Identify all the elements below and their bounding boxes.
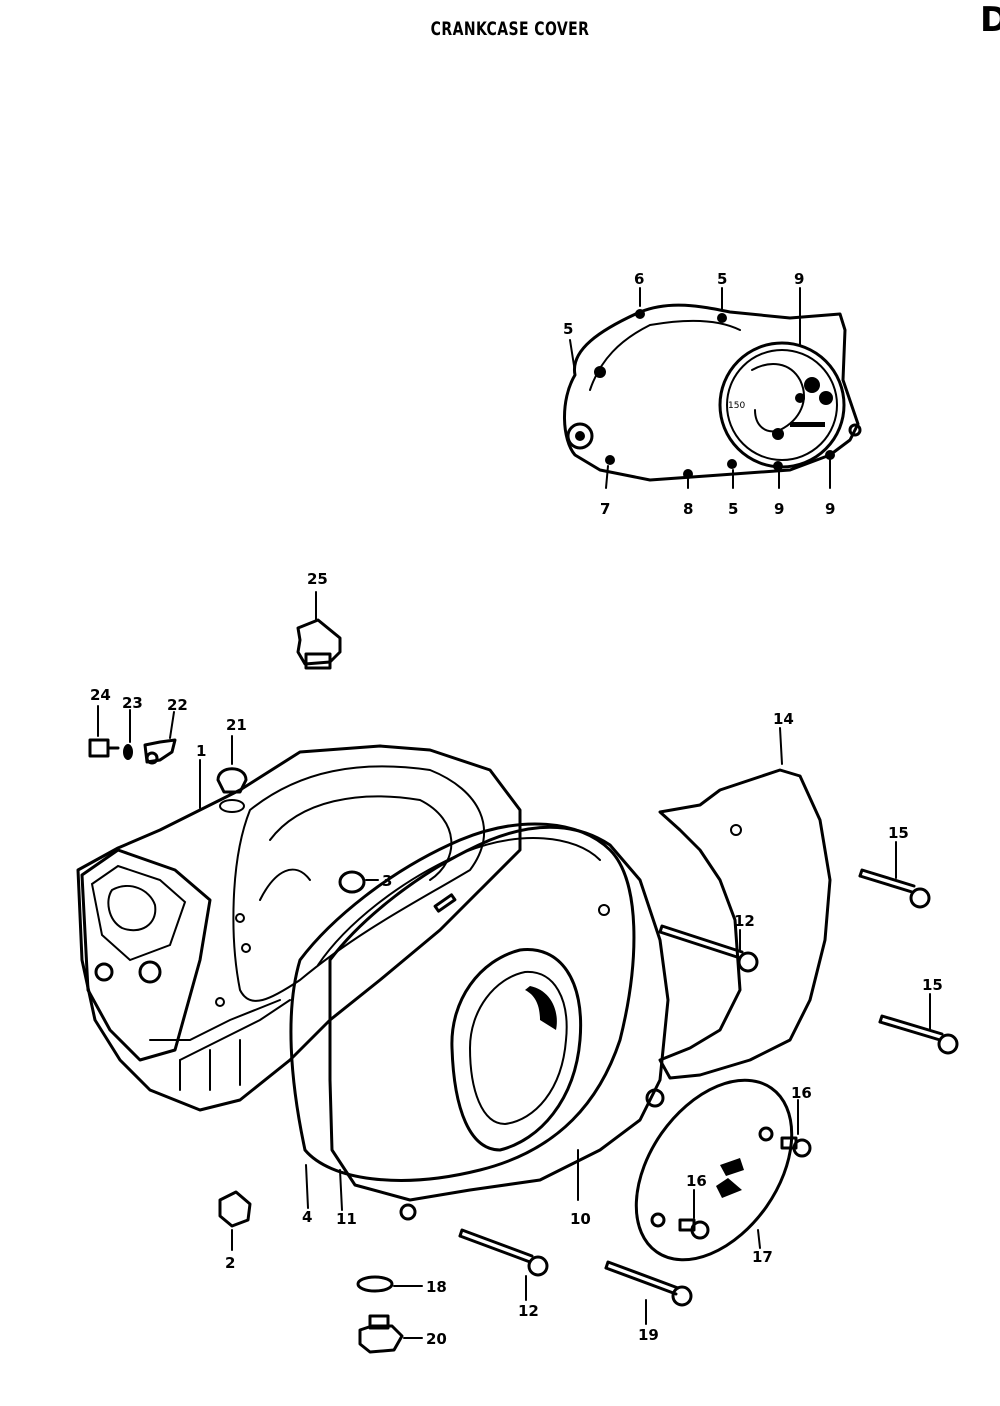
label-15-lower: 15 [922,976,943,994]
inset-label-6-top: 6 [634,270,644,288]
diagram-title: CRANKCASE COVER [430,18,590,40]
label-1: 1 [196,742,206,760]
inset-label-5-top: 5 [717,270,727,288]
label-12-lower: 12 [518,1302,539,1320]
part-1-crankcase: 1 [76,742,522,1112]
part-16-screw-lower: 16 [678,1172,710,1240]
label-18: 18 [426,1278,447,1296]
part-12-bolt-upper: 12 [658,912,759,973]
part-20-drain-plug: 20 [358,1314,447,1354]
label-23: 23 [122,694,143,712]
part-14-outer-cover: 14 [658,710,832,1080]
part-12-bolt-lower: 12 [458,1228,549,1320]
part-15-bolt-lower: 15 [878,976,959,1055]
label-24: 24 [90,686,111,704]
page-section-letter: D [980,0,1000,40]
part-2-bushing: 2 [218,1190,252,1272]
inset-label-9-top: 9 [794,270,804,288]
label-14: 14 [773,710,794,728]
inset-clutch-cover: 6 5 9 5 7 8 5 9 9 150 [563,270,862,518]
part-19-bolt: 19 [604,1260,693,1344]
inset-label-5-left: 5 [563,320,573,338]
label-19: 19 [638,1326,659,1344]
part-15-bolt-upper: 15 [858,824,931,909]
label-25: 25 [307,570,328,588]
label-16-upper: 16 [791,1084,812,1102]
part-18-washer: 18 [356,1275,447,1296]
parts-22-24-clamp-set: 24 23 22 [88,686,188,765]
part-25-filler-cap: 25 [296,570,342,670]
inset-label-9-bottom-b: 9 [825,500,835,518]
inset-label-7: 7 [600,500,610,518]
label-22: 22 [167,696,188,714]
part-21-breather: 21 [216,716,248,794]
part-17-s-cover: 17 [634,1078,794,1266]
label-10: 10 [570,1210,591,1228]
label-2: 2 [225,1254,235,1272]
inset-label-5-bottom: 5 [728,500,738,518]
inset-label-8: 8 [683,500,693,518]
label-21: 21 [226,716,247,734]
label-15-upper: 15 [888,824,909,842]
label-4: 4 [302,1208,312,1226]
label-16-lower: 16 [686,1172,707,1190]
inset-label-9-bottom-a: 9 [774,500,784,518]
part-16-screw-upper: 16 [780,1084,812,1158]
inset-cover-mark: 150 [728,401,745,411]
label-12-upper: 12 [734,912,755,930]
part-10-magneto-cover: 10 [328,825,670,1228]
part-4-gasket: 4 [289,822,636,1226]
label-17: 17 [752,1248,773,1266]
label-20: 20 [426,1330,447,1348]
label-11: 11 [336,1210,357,1228]
